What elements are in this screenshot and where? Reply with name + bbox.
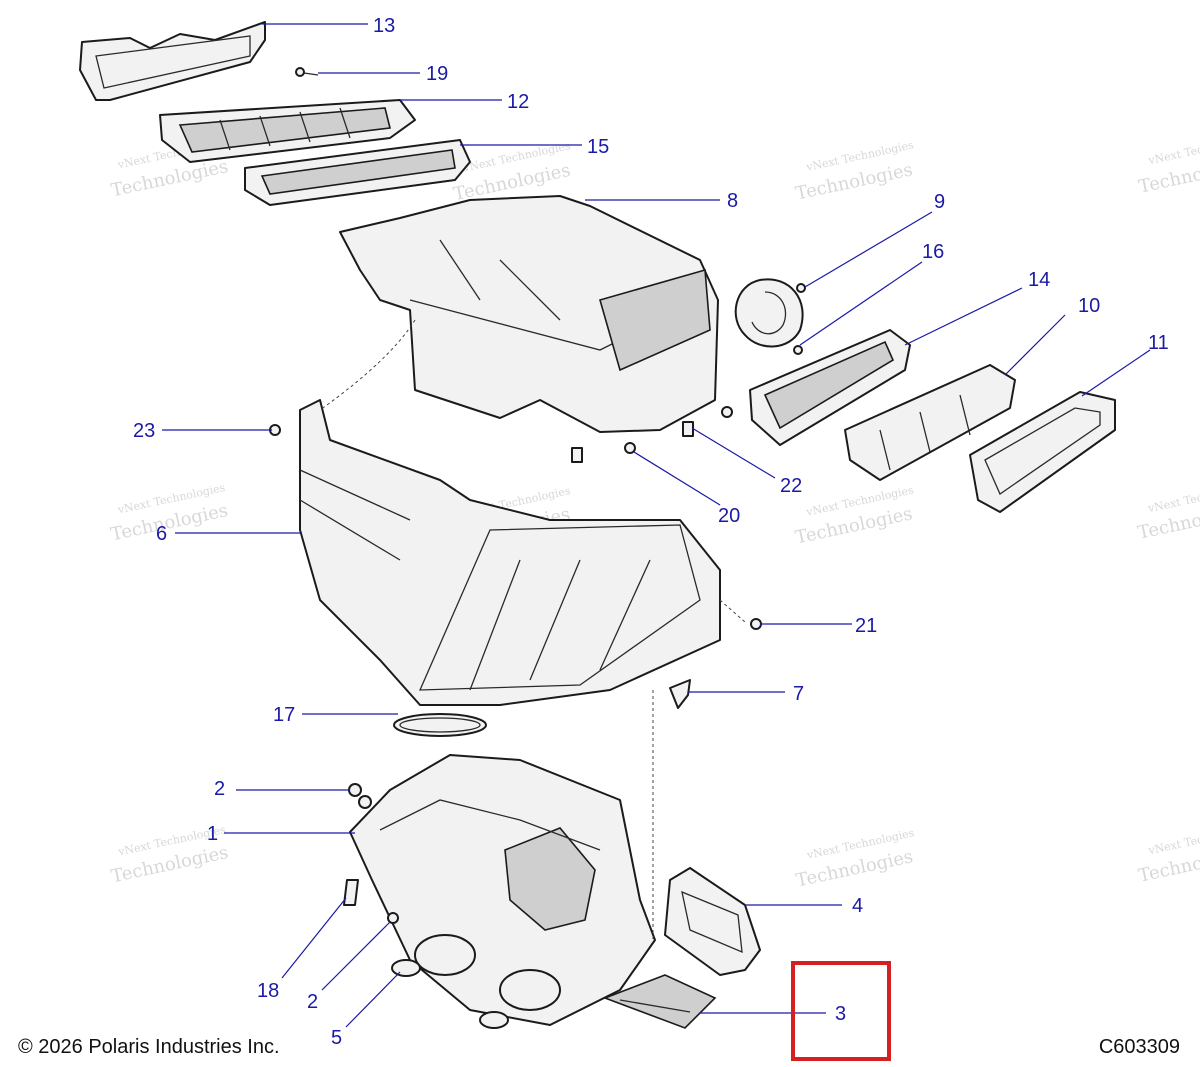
callout-6[interactable]: 6 [156, 523, 167, 545]
callout-11[interactable]: 11 [1148, 332, 1169, 354]
callout-19[interactable]: 19 [426, 63, 448, 85]
part-16-ring-gasket [734, 278, 804, 348]
callout-14[interactable]: 14 [1028, 269, 1050, 291]
part-17-clamp [393, 713, 487, 737]
callout-labels: 13 19 12 15 8 9 16 14 10 11 23 22 20 6 2… [133, 15, 1169, 1049]
part-10-louver [844, 364, 1016, 481]
callout-1[interactable]: 1 [207, 823, 218, 845]
part-21-screw [750, 618, 762, 630]
alignment-lines [319, 319, 746, 940]
callout-2[interactable]: 2 [307, 991, 318, 1013]
callout-7[interactable]: 7 [793, 683, 804, 705]
watermark-text: vNext Technologies [1146, 822, 1200, 858]
copyright-text: © 2026 Polaris Industries Inc. [18, 1036, 280, 1058]
callout-8[interactable]: 8 [727, 190, 738, 212]
watermark-text: vNext Technologies [1146, 132, 1200, 168]
callout-20[interactable]: 20 [718, 505, 740, 527]
leader-lines [162, 23, 1151, 1028]
callout-4[interactable]: 4 [852, 895, 863, 917]
part-18-bolt [343, 879, 359, 906]
part-11-gasket [969, 391, 1116, 513]
part-7-grommet [669, 679, 691, 709]
callout-18[interactable]: 18 [257, 980, 279, 1002]
callout-22[interactable]: 22 [780, 475, 802, 497]
part-1-airbox [349, 754, 656, 1026]
part-5-clamp [391, 959, 509, 1029]
part-2-nut [348, 783, 399, 924]
callout-15[interactable]: 15 [587, 136, 609, 158]
callout-10[interactable]: 10 [1078, 295, 1100, 317]
part-13-gasket [79, 21, 266, 101]
figure-id: C603309 [1098, 1036, 1180, 1058]
part-12-vent-housing [159, 99, 416, 163]
part-6-intake-body [299, 399, 721, 706]
callout-17[interactable]: 17 [273, 704, 295, 726]
callout-3[interactable]: 3 [835, 1003, 846, 1025]
watermark-text: vNext Technologies [1146, 480, 1200, 516]
callout-21[interactable]: 21 [855, 615, 877, 637]
part-20-bolt [624, 406, 733, 454]
part-9-screw [796, 283, 806, 293]
highlight-box-part-3[interactable] [791, 961, 891, 1061]
callout-23[interactable]: 23 [133, 420, 155, 442]
callout-12[interactable]: 12 [507, 91, 529, 113]
part-15-duct [244, 139, 471, 206]
part-19-screw [295, 67, 319, 77]
callout-2[interactable]: 2 [214, 778, 225, 800]
part-16-screw [793, 345, 803, 355]
callout-16[interactable]: 16 [922, 241, 944, 263]
part-8-upper-intake [339, 195, 719, 433]
callout-9[interactable]: 9 [934, 191, 945, 213]
callout-13[interactable]: 13 [373, 15, 395, 37]
part-14-frame [749, 329, 911, 446]
part-3-pads [602, 974, 717, 1029]
callout-5[interactable]: 5 [331, 1027, 342, 1049]
part-4-seal [664, 867, 761, 976]
